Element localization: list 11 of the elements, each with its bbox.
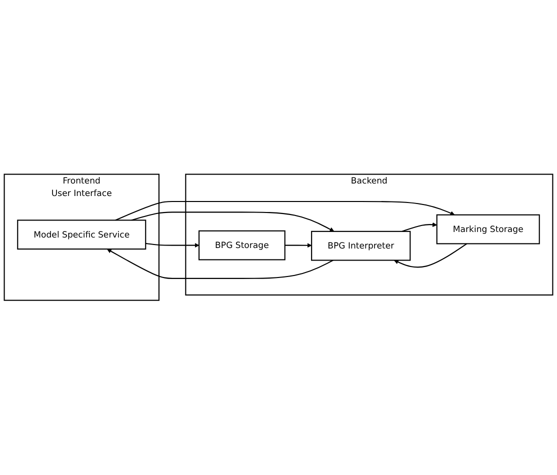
- arrow: [115, 201, 455, 221]
- arrow: [106, 249, 334, 280]
- arrow: [394, 243, 468, 268]
- node-box: Marking Storage: [436, 214, 540, 244]
- node-box: Model Specific Service: [17, 220, 146, 250]
- node-box: BPG Interpreter: [311, 231, 411, 261]
- arrow: [284, 243, 312, 248]
- node-box: BPG Storage: [198, 230, 286, 260]
- arrow: [402, 222, 438, 232]
- arrow: [146, 243, 200, 248]
- arrow: [131, 212, 334, 232]
